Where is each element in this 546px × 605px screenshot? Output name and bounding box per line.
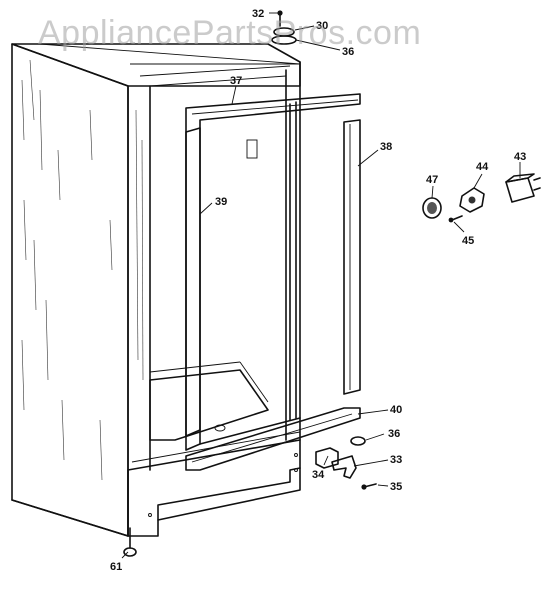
callout-37: 37 xyxy=(230,75,242,87)
callout-30: 30 xyxy=(316,20,328,32)
leveling-leg xyxy=(123,527,137,557)
callout-36-bottom: 36 xyxy=(388,428,400,440)
leader-lines xyxy=(121,12,521,559)
right-trim-strip xyxy=(343,119,361,395)
callout-39: 39 xyxy=(215,196,227,208)
bottom-trim-strip xyxy=(185,407,361,471)
callout-47: 47 xyxy=(426,174,438,186)
callout-45: 45 xyxy=(462,235,474,247)
callout-32: 32 xyxy=(252,8,264,20)
callout-38: 38 xyxy=(380,141,392,153)
door-opening-frame xyxy=(185,93,361,451)
callout-40: 40 xyxy=(390,404,402,416)
hinge-screw xyxy=(361,483,377,490)
callout-44: 44 xyxy=(476,161,489,173)
callout-35: 35 xyxy=(390,481,402,493)
cabinet-shell xyxy=(11,43,301,537)
callout-labels: 32 30 36 37 38 39 40 36 33 34 35 47 44 4… xyxy=(110,8,526,573)
callout-61: 61 xyxy=(110,561,122,573)
callout-43: 43 xyxy=(514,151,526,163)
callout-34: 34 xyxy=(312,469,325,481)
side-panel-shading xyxy=(21,59,144,481)
hinge-assembly xyxy=(315,436,377,490)
callout-36-top: 36 xyxy=(342,46,354,58)
top-hinge-parts xyxy=(271,10,297,45)
light-switch-parts xyxy=(422,173,541,223)
callout-33: 33 xyxy=(390,454,402,466)
